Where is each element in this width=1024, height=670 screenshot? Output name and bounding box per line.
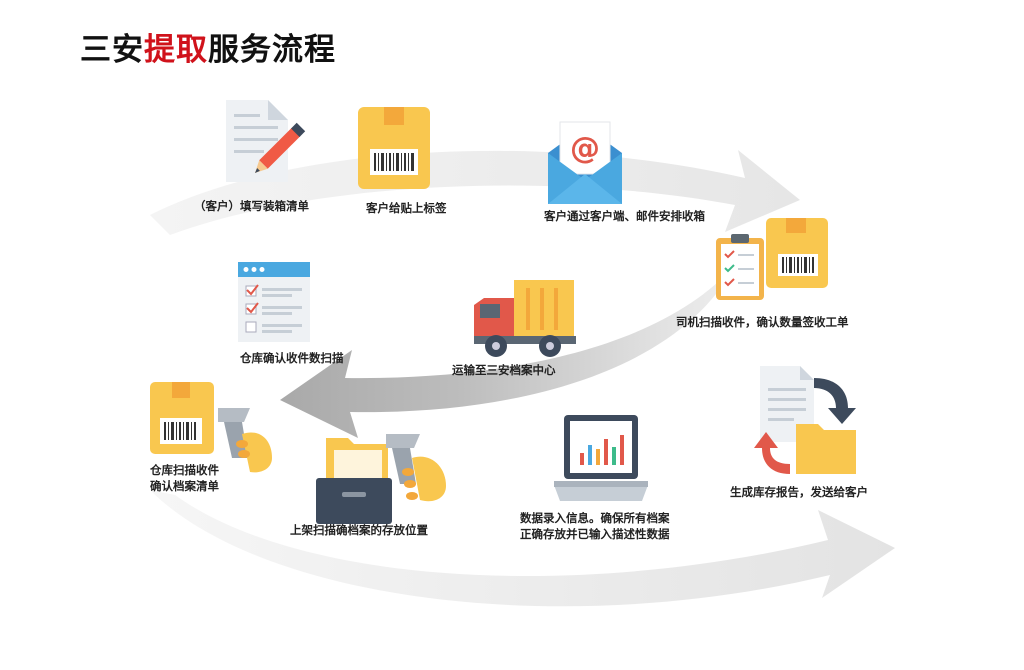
drawer-folder-scanner-icon — [316, 434, 446, 524]
bottom-flow-arrow — [150, 490, 895, 607]
step-label-data-entry-line1: 数据录入信息。确保所有档案 — [520, 511, 670, 525]
step-label-driver-scan: 司机扫描收件，确认数量签收工单 — [676, 315, 849, 329]
step-label-data-entry-line2: 正确存放并已输入描述性数据 — [520, 527, 670, 541]
middle-flow-arrow — [280, 265, 735, 438]
step-label-transport: 运输至三安档案中心 — [452, 363, 556, 377]
email-envelope-icon: @ — [548, 121, 622, 204]
step-label-inventory-report: 生成库存报告，发送给客户 — [730, 485, 868, 499]
checklist-pencil-icon — [226, 100, 306, 182]
step-label-shelf-scan: 上架扫描确档案的存放位置 — [290, 523, 428, 537]
document-folder-arrows-icon — [754, 366, 856, 474]
top-flow-arrow — [150, 150, 800, 235]
step-label-data-entry: 数据录入信息。确保所有档案 正确存放并已输入描述性数据 — [520, 510, 670, 542]
title-part2: 服务流程 — [208, 32, 336, 68]
step-label-warehouse-scan-line1: 仓库扫描收件 — [150, 463, 219, 477]
delivery-truck-icon — [474, 280, 576, 357]
step-label-customer-label: 客户给贴上标签 — [366, 201, 447, 215]
step-label-schedule-pickup: 客户通过客户端、邮件安排收箱 — [544, 209, 705, 223]
laptop-chart-icon — [554, 415, 648, 501]
clipboard-box-icon — [716, 218, 828, 300]
step-label-fill-packing-list: （客户）填写装箱清单 — [194, 199, 309, 213]
page-title: 三安提取服务流程 — [80, 24, 336, 69]
step-label-warehouse-scan-line2: 确认档案清单 — [150, 479, 219, 493]
barcode-box-icon — [358, 107, 430, 189]
checklist-window-icon — [238, 262, 310, 342]
title-part1: 三安 — [80, 32, 144, 68]
title-highlight: 提取 — [144, 32, 208, 68]
barcode-scanner-box-icon — [150, 382, 272, 473]
step-label-warehouse-scan: 仓库扫描收件 确认档案清单 — [150, 462, 219, 494]
step-label-warehouse-confirm: 仓库确认收件数扫描 — [240, 351, 344, 365]
svg-text:@: @ — [570, 131, 600, 166]
